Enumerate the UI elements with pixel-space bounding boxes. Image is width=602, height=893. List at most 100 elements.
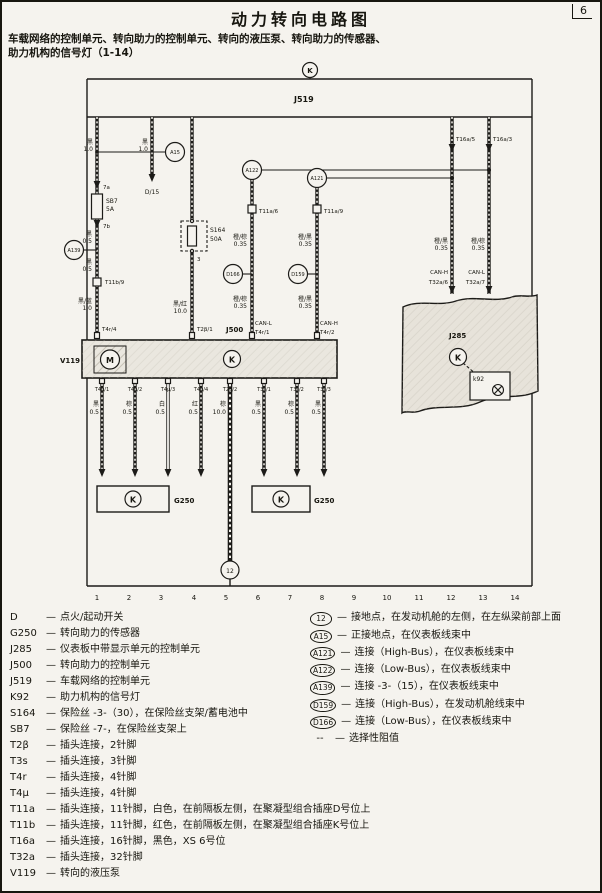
wire-color-label: 黑 xyxy=(142,139,148,146)
j500-label: J500 xyxy=(225,326,243,334)
page-header: 动力转向电路图 6 xyxy=(2,2,600,30)
legend-desc: 连接 -3-（15），在仪表板线束中 xyxy=(354,681,499,693)
pin-label: T3s/2 xyxy=(289,387,304,393)
legend-dash xyxy=(46,707,56,720)
legend-row: --选择性阻值 xyxy=(310,732,592,745)
legend-dash xyxy=(337,629,347,642)
connector-t11b9-label: T11b/9 xyxy=(104,280,125,286)
legend-right-column: 12接地点，在发动机舱的左侧，在左纵梁前部上面 A15正接地点，在仪表板线束中 … xyxy=(310,611,592,803)
page-number: 6 xyxy=(572,4,592,19)
legend-desc: 助力机构的信号灯 xyxy=(60,692,140,704)
pin-t4r1-label: T4r/1 xyxy=(254,330,269,336)
wire-gauge-label: 0.5 xyxy=(284,409,294,416)
legend-dash xyxy=(46,835,56,848)
wire-gauge-label: 0.5 xyxy=(82,266,92,273)
connector-t11b-symbol xyxy=(92,277,102,287)
connection-symbol: D159 xyxy=(310,698,337,712)
legend-dash xyxy=(46,627,56,640)
node-a121 xyxy=(306,168,328,189)
v119-label: V119 xyxy=(60,357,80,365)
legend-desc: 转向助力的传感器 xyxy=(60,628,140,640)
wire-gauge-label: 1.0 xyxy=(138,146,148,153)
wire-color-label: 棕 xyxy=(220,400,226,408)
wire-color-label: 橙/黑 xyxy=(298,233,312,241)
connector-t11a9-label: T11a/9 xyxy=(323,209,344,215)
connector-t11a6-label: T11a/6 xyxy=(258,209,279,215)
node-a139 xyxy=(63,240,85,261)
wire-color-label: 橙/棕 xyxy=(233,295,247,303)
wire-gauge-label: 0.35 xyxy=(299,241,313,248)
can-h-label: CAN-H xyxy=(430,270,448,276)
lamp-symbol xyxy=(491,384,505,397)
legend-dash xyxy=(46,739,56,752)
legend-row: A15正接地点，在仪表板线束中 xyxy=(310,629,592,643)
wire-gauge-label: 0.5 xyxy=(82,238,92,245)
fuse-s164-amp-label: 50A xyxy=(210,236,223,243)
legend-term: D xyxy=(10,612,18,624)
connector-t11a6-symbol xyxy=(247,204,257,214)
legend-term: J500 xyxy=(10,660,33,672)
legend-row: 12接地点，在发动机舱的左侧，在左纵梁前部上面 xyxy=(310,611,592,626)
diagram-frame xyxy=(86,78,533,588)
connection-symbol: A122 xyxy=(310,664,336,678)
instrument-cluster-j285 xyxy=(401,294,539,415)
legend-desc: 连接（High-Bus），在发动机舱线束中 xyxy=(355,698,525,710)
legend-desc: 接地点，在发动机舱的左侧，在左纵梁前部上面 xyxy=(351,612,561,624)
wire-color-label: 黑/蓝 xyxy=(78,297,92,305)
track-number: 7 xyxy=(288,594,292,602)
k-symbol-circle xyxy=(301,62,319,79)
wire-color-label: 橙/黑 xyxy=(298,295,312,303)
legend-desc: 插头连接，16针脚，黑色，XS 6号位 xyxy=(60,836,226,848)
legend-dash xyxy=(46,787,56,800)
wire-gauge-label: 0.5 xyxy=(155,409,165,416)
pin-label: T3s/3 xyxy=(316,387,331,393)
subtitle-line1: 车载网络的控制单元、转向助力的控制单元、转向的液压泵、转向助力的传感器、 xyxy=(8,33,386,45)
pin-label: T4μ/2 xyxy=(127,387,142,393)
legend-term: J519 xyxy=(10,676,33,688)
legend-dash xyxy=(341,715,351,728)
legend-row: J285仪表板中带显示单元的控制单元 xyxy=(10,643,310,656)
legend: D点火/起动开关 G250转向助力的传感器 J285仪表板中带显示单元的控制单元… xyxy=(2,607,600,880)
legend-desc: 仪表板中带显示单元的控制单元 xyxy=(60,644,200,656)
legend-desc: 连接（Low-Bus），在仪表板线束中 xyxy=(355,715,512,727)
can-l-label: CAN-L xyxy=(255,321,273,327)
fuse-sb7-amp-label: 5A xyxy=(106,206,115,213)
control-unit-j500-v119 xyxy=(81,339,338,380)
legend-desc: 转向的液压泵 xyxy=(60,868,120,880)
d15-label: D/15 xyxy=(145,189,159,196)
legend-dash xyxy=(46,771,56,784)
connection-symbol: A15 xyxy=(310,629,332,643)
legend-term: V119 xyxy=(10,868,36,880)
wire-color-label: 黑 xyxy=(255,401,261,408)
legend-dash xyxy=(340,646,350,659)
legend-term: T3s xyxy=(10,756,28,768)
legend-row: S164保险丝 -3-（30），在保险丝支架/蓄电池中 xyxy=(10,707,310,720)
legend-dash xyxy=(46,819,56,832)
track-number: 12 xyxy=(447,594,456,602)
legend-row: A122 连接（Low-Bus），在仪表板线束中 xyxy=(310,663,592,678)
connector-t11a9-symbol xyxy=(312,204,322,214)
wire-color-label: 白 xyxy=(159,400,165,408)
node-a15 xyxy=(164,142,186,163)
legend-row: K92助力机构的信号灯 xyxy=(10,691,310,704)
subtitle-line2: 助力机构的信号灯（1-14） xyxy=(8,47,140,60)
legend-row: T4r插头连接，4针脚 xyxy=(10,771,310,784)
legend-row: T3s插头连接，3针脚 xyxy=(10,755,310,768)
track-number: 5 xyxy=(224,594,228,602)
wire-color-label: 橙/棕 xyxy=(233,233,247,241)
track-number: 13 xyxy=(479,594,488,602)
legend-dash xyxy=(340,680,350,693)
legend-desc: 连接（Low-Bus），在仪表板线束中 xyxy=(354,664,511,676)
motor-symbol xyxy=(99,349,121,370)
node-a122-label: A122 xyxy=(246,168,259,174)
wire-gauge-label: 0.5 xyxy=(122,409,132,416)
wire-gauge-label: 0.5 xyxy=(311,409,321,416)
pin-t2b1-label: T2β/1 xyxy=(196,327,213,333)
legend-term: S164 xyxy=(10,708,36,720)
pin-t16a3-label: T16a/3 xyxy=(492,137,513,143)
track-number: 10 xyxy=(383,594,392,602)
j519-bus: K J519 xyxy=(293,62,319,104)
pin-t16a5-label: T16a/5 xyxy=(455,137,476,143)
fuse-s164-pin-label: 3 xyxy=(197,257,201,263)
